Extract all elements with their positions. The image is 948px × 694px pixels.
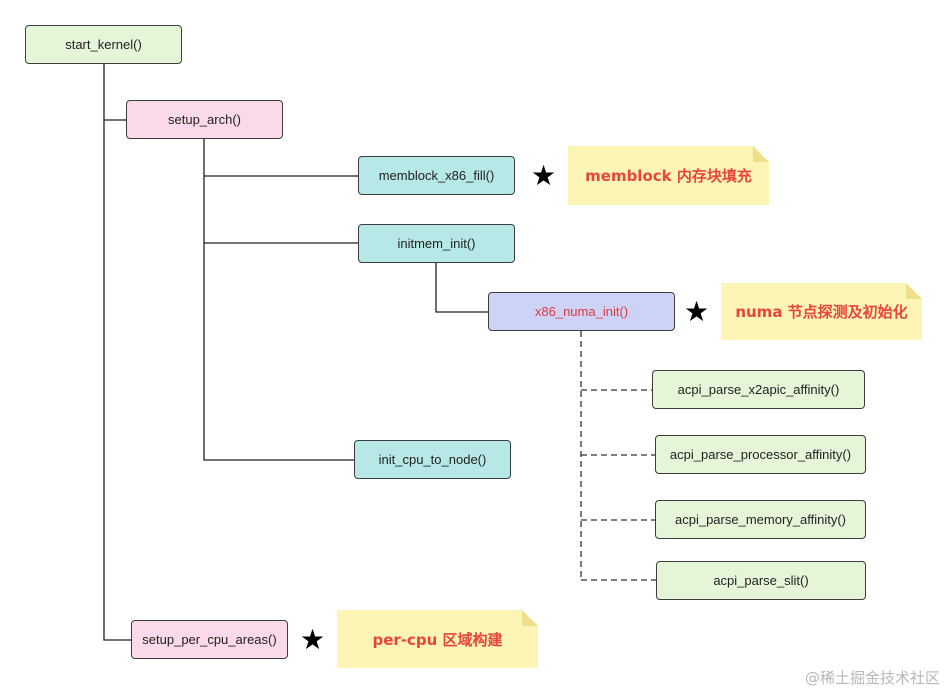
connector-setup_arch-trunk (203, 139, 354, 461)
node-setup_arch: setup_arch() (126, 100, 283, 139)
note-percpu-text: per-cpu 区域构建 (372, 630, 503, 649)
node-x86_numa_init: x86_numa_init() (488, 292, 675, 331)
connector-to-x86_numa_init (435, 263, 488, 313)
note-numa-text: numa 节点探测及初始化 (735, 303, 908, 321)
node-start_kernel: start_kernel() (25, 25, 182, 64)
star-icon-percpu: ★ (300, 623, 326, 656)
node-memblock_x86_fill: memblock_x86_fill() (358, 156, 515, 195)
node-acpi_parse_x2apic_affinity: acpi_parse_x2apic_affinity() (652, 370, 865, 409)
note-numa: numa 节点探测及初始化 (721, 283, 922, 340)
watermark: @稀土掘金技术社区 (804, 669, 940, 687)
star-icon-numa: ★ (684, 295, 710, 328)
node-acpi_parse_processor_affinity: acpi_parse_processor_affinity() (655, 435, 866, 474)
node-acpi_parse_memory_affinity: acpi_parse_memory_affinity() (655, 500, 866, 539)
note-memblock: memblock 内存块填充 (568, 146, 769, 205)
node-initmem_init: initmem_init() (358, 224, 515, 263)
note-memblock-text: memblock 内存块填充 (585, 167, 752, 185)
connector-start_kernel-trunk (103, 64, 131, 641)
node-init_cpu_to_node: init_cpu_to_node() (354, 440, 511, 479)
star-icon-memblock: ★ (531, 159, 557, 192)
node-setup_per_cpu_areas: setup_per_cpu_areas() (131, 620, 288, 659)
node-acpi_parse_slit: acpi_parse_slit() (656, 561, 866, 600)
note-percpu: per-cpu 区域构建 (337, 610, 538, 668)
